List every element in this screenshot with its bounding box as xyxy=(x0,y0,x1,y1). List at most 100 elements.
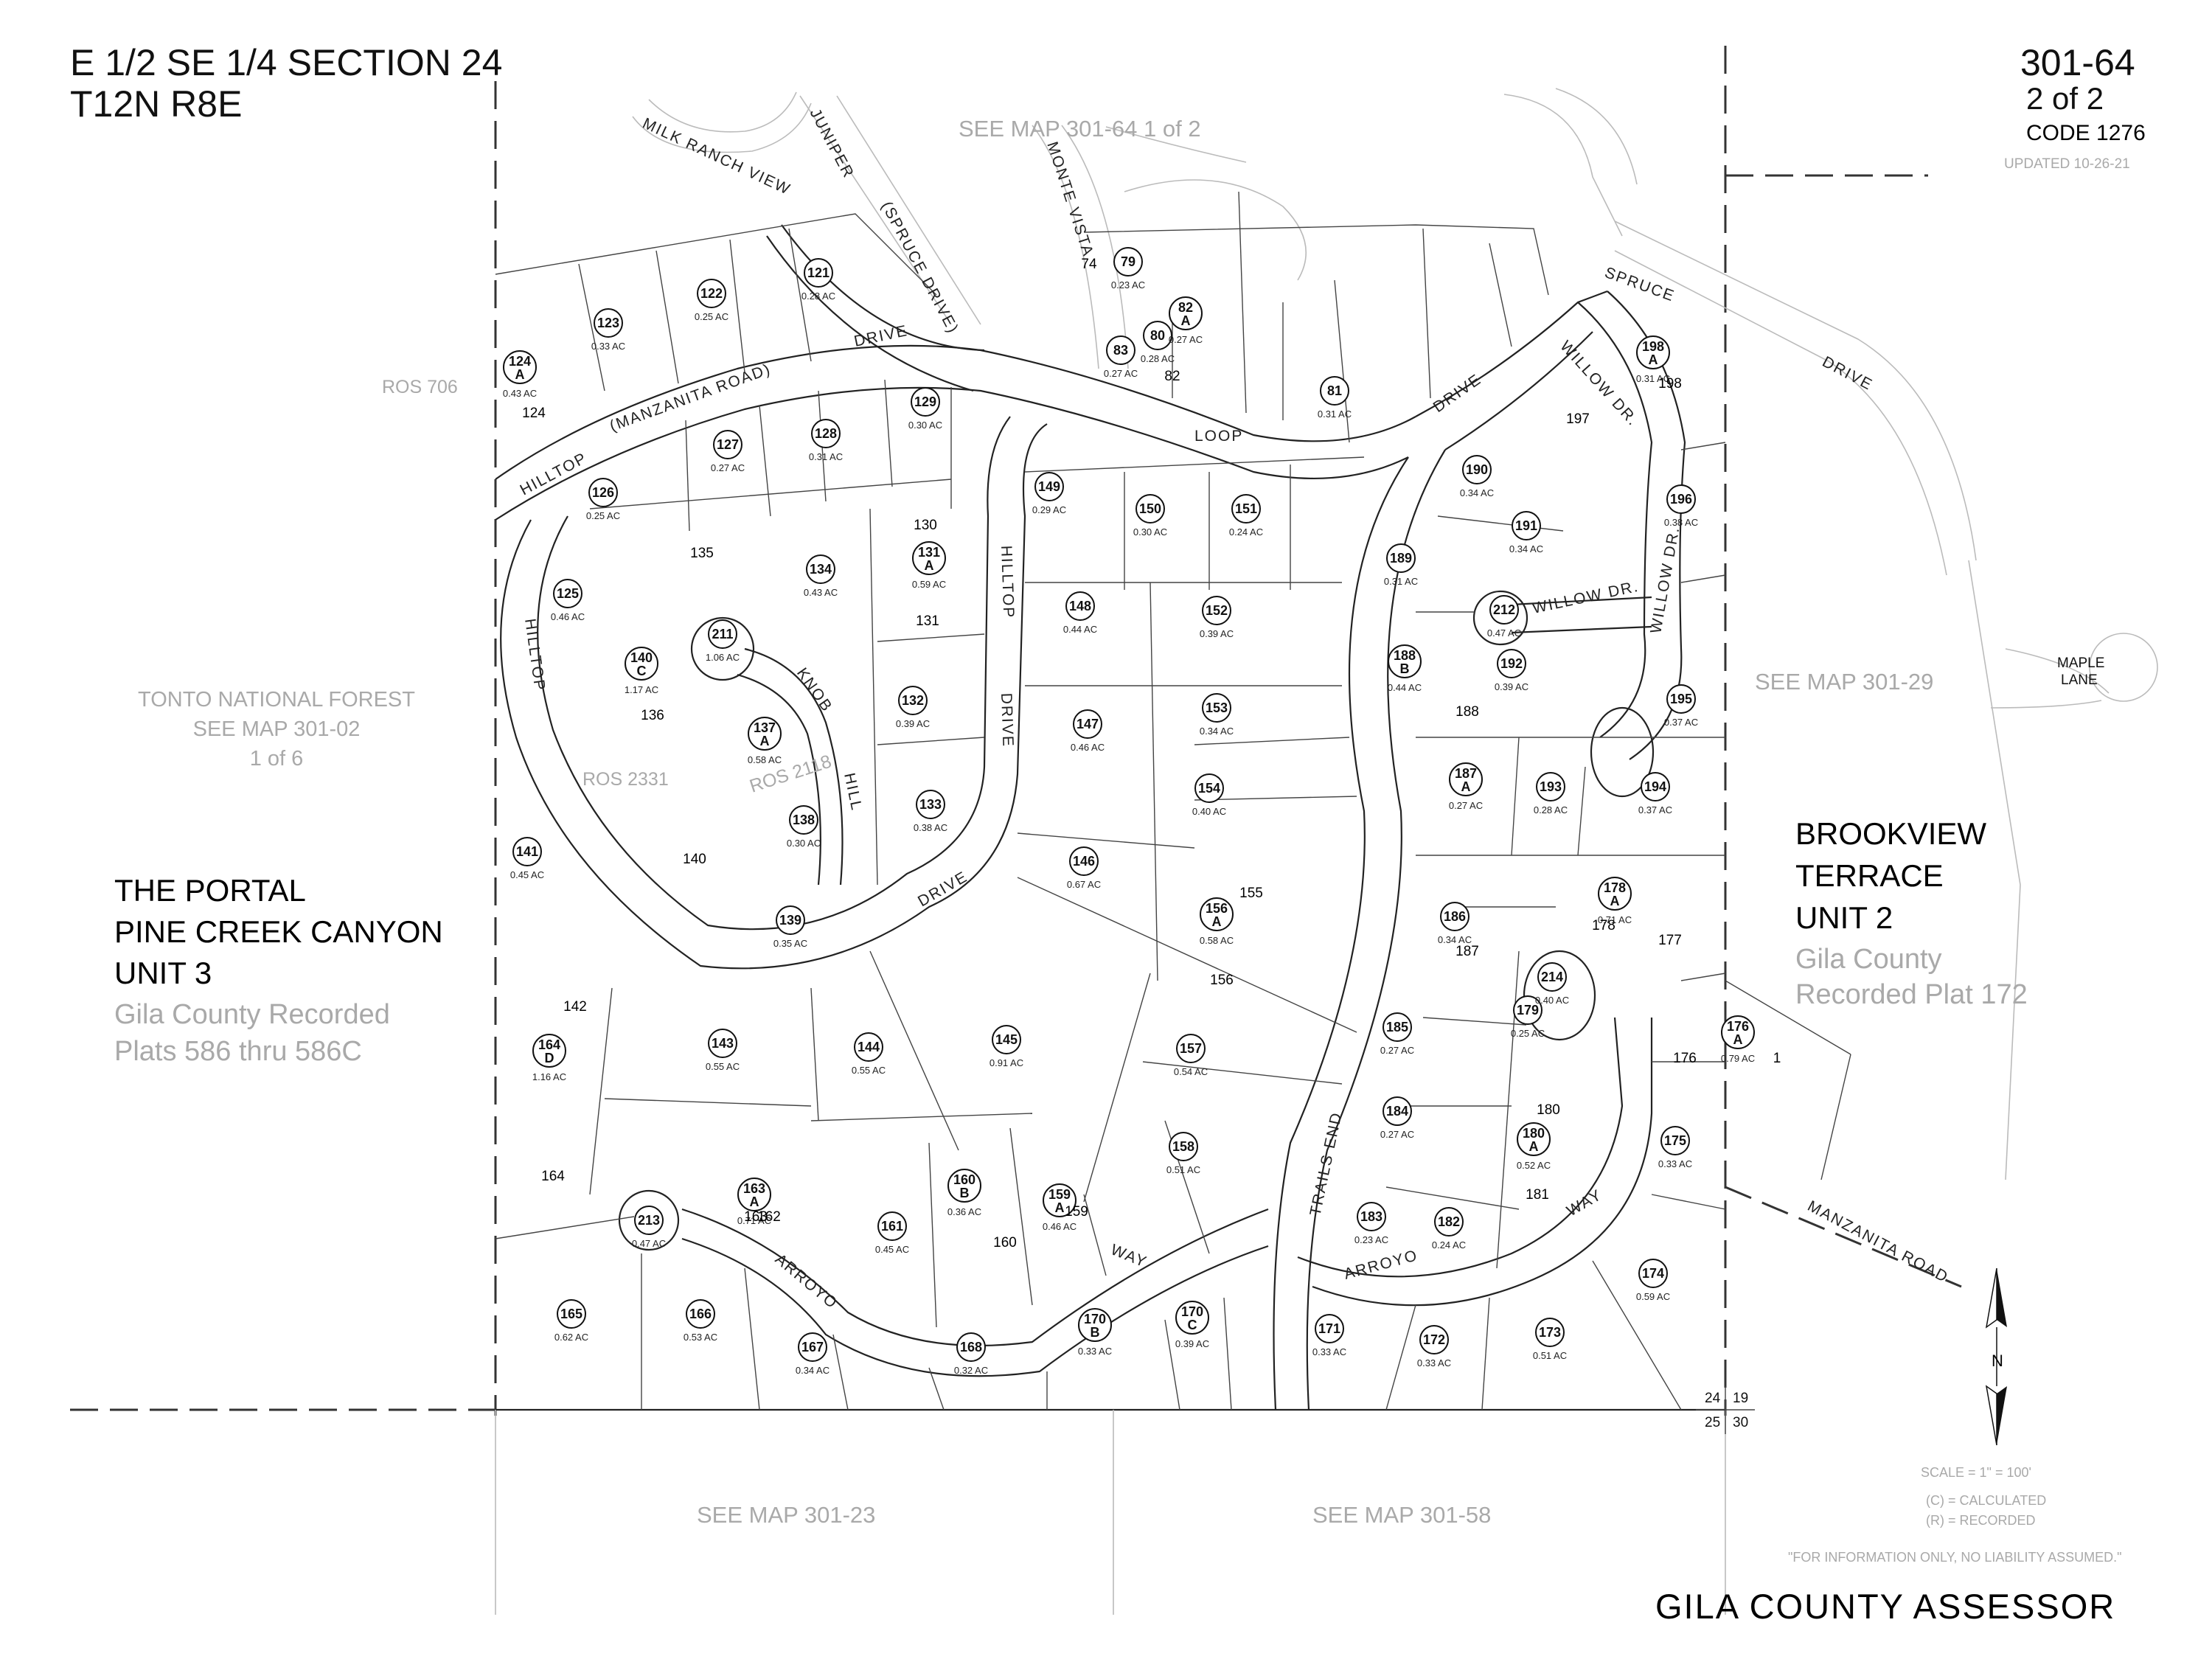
street-monte-vista: MONTE VISTA xyxy=(1043,139,1096,259)
offsite-streets xyxy=(632,88,2158,1180)
parcel-acreage: 0.47 AC xyxy=(1487,627,1521,639)
parcel-number-text: 144 xyxy=(858,1040,880,1054)
map-title-section: E 1/2 SE 1/4 SECTION 24 xyxy=(70,42,502,83)
parcel-acreage: 0.30 AC xyxy=(1133,526,1167,538)
street-knob: KNOB xyxy=(793,665,836,715)
parcel-circle xyxy=(1073,709,1102,739)
parcel-circle xyxy=(992,1025,1021,1054)
parcel-suffix: A xyxy=(1649,352,1658,367)
parcel-acreage: 0.31 AC xyxy=(809,451,843,462)
corner-nw: 24 xyxy=(1705,1391,1721,1406)
parcel-number: 130 xyxy=(914,518,937,533)
parcel-number-text: 195 xyxy=(1670,692,1692,706)
parcel-number: 180 xyxy=(1537,1102,1560,1118)
parcel-number-text: 82 xyxy=(1178,300,1193,315)
parcel-tag: 179 0.25 AC xyxy=(1511,995,1545,1039)
see-map-east: SEE MAP 301-29 xyxy=(1755,669,1933,695)
street-loop: LOOP xyxy=(1194,428,1243,445)
street-hilltop-west: HILLTOP xyxy=(521,617,549,692)
ros-706: ROS 706 xyxy=(382,377,458,397)
ros-2331: ROS 2331 xyxy=(582,769,669,790)
forest-name: TONTO NATIONAL FOREST xyxy=(138,688,415,712)
subdivision-east-line4: Gila County xyxy=(1795,944,1942,975)
street-hilltop-center: HILLTOP xyxy=(998,545,1017,619)
map-title-township: T12N R8E xyxy=(70,83,242,125)
parcel-acreage: 0.40 AC xyxy=(1535,995,1569,1006)
parcel-number-text: 198 xyxy=(1642,339,1664,354)
north-arrow xyxy=(1985,1267,2007,1446)
parcel-number-text: 187 xyxy=(1455,766,1477,781)
parcel-number-text: 172 xyxy=(1423,1332,1445,1347)
parcel-acreage: 0.58 AC xyxy=(1200,935,1234,946)
parcel-acreage: 0.25 AC xyxy=(1511,1028,1545,1039)
parcel-number-text: 178 xyxy=(1604,880,1626,895)
parcel-acreage: 0.25 AC xyxy=(695,311,728,322)
parcel-tag: 830.27 AC xyxy=(1104,335,1138,379)
road-arroyo-east xyxy=(1297,950,1653,1307)
road-knob-hill xyxy=(690,616,844,886)
parcel-circle xyxy=(1231,494,1261,524)
street-lane: LANE xyxy=(2061,672,2098,688)
parcel-number: 197 xyxy=(1566,411,1590,427)
parcel-circle xyxy=(798,1332,827,1362)
see-map-south-west: SEE MAP 301-23 xyxy=(697,1502,875,1528)
parcel-number: 131 xyxy=(916,613,939,629)
parcel-number-text: 124 xyxy=(509,354,531,369)
parcel-acreage: 0.27 AC xyxy=(1449,800,1483,811)
parcel-circle xyxy=(697,279,726,308)
parcel-acreage: 0.36 AC xyxy=(947,1206,981,1217)
parcel-acreage: 0.39 AC xyxy=(1495,681,1528,692)
parcel-number-text: 156 xyxy=(1210,973,1234,988)
parcel-acreage: 0.23 AC xyxy=(1111,279,1145,291)
parcel-acreage: 0.46 AC xyxy=(1071,742,1105,753)
parcel-number-text: 139 xyxy=(779,913,801,928)
street-willow-dr-middle: WILLOW DR. xyxy=(1531,578,1641,617)
parcel-number-text: 179 xyxy=(1517,1003,1539,1018)
parcel-acreage: 0.24 AC xyxy=(1432,1239,1466,1251)
parcel-circle xyxy=(811,419,841,448)
parcel-acreage: 0.27 AC xyxy=(1380,1045,1414,1056)
parcel-number-text: 140 xyxy=(683,852,706,867)
parcel-acreage: 0.25 AC xyxy=(586,510,620,521)
parcel-circle xyxy=(1636,335,1670,369)
parcel-number: 160 xyxy=(993,1235,1017,1251)
parcel-circle xyxy=(1169,1132,1198,1161)
parcel-acreage: 0.39 AC xyxy=(1200,628,1234,639)
parcel-circle xyxy=(1666,484,1696,514)
parcel-number: 198 xyxy=(1658,376,1682,392)
street-arroyo-east: ARROYO xyxy=(1342,1247,1419,1283)
parcel-acreage: 0.44 AC xyxy=(1063,624,1097,635)
street-arroyo-west: ARROYO xyxy=(772,1251,841,1312)
parcel-number-text: 177 xyxy=(1658,933,1682,948)
parcel-acreage: 1.06 AC xyxy=(706,652,740,663)
parcel-number: 124 xyxy=(522,406,546,421)
parcel-number-text: 136 xyxy=(641,708,664,723)
forest-sheet: 1 of 6 xyxy=(250,747,304,771)
parcel-suffix: A xyxy=(925,558,934,573)
parcel-number-text: 160 xyxy=(993,1235,1017,1251)
parcel-circle xyxy=(911,387,940,417)
parcel-circle xyxy=(1536,772,1565,801)
parcel-number-text: 188 xyxy=(1455,704,1479,720)
parcel-circle xyxy=(776,905,805,935)
parcel-circle xyxy=(1320,376,1349,406)
